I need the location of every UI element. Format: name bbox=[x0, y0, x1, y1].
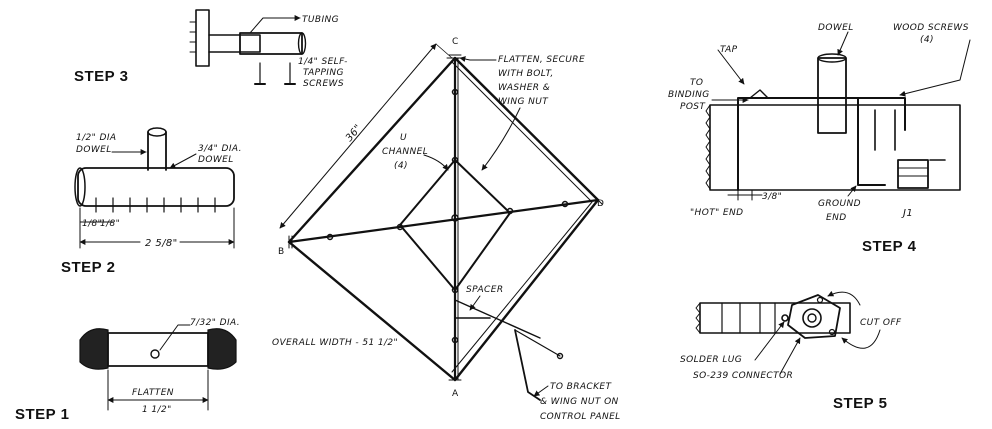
step3-screws-label-1: 1/4" SELF- bbox=[298, 57, 348, 67]
step3-screws-label-3: SCREWS bbox=[303, 79, 344, 89]
step2-title: STEP 2 bbox=[61, 259, 116, 276]
step1-length-label: 1 1/2" bbox=[142, 405, 172, 415]
step2-drawing: 1/2" DIA DOWEL 3/4" DIA. DOWEL 1/8" 1/8"… bbox=[74, 127, 242, 249]
step2-spacing-b: 1/8" bbox=[100, 219, 120, 229]
step1-hole-label: 7/32" DIA. bbox=[190, 318, 240, 328]
center-hub bbox=[451, 214, 459, 222]
step4-ground-label-2: END bbox=[826, 213, 847, 223]
side-length-dim: 36" bbox=[344, 123, 364, 144]
step4-jack-label: J1 bbox=[901, 208, 913, 219]
step4-hot-wire bbox=[737, 97, 906, 191]
flatten-note-3: WASHER & bbox=[498, 83, 550, 93]
step5-solder-lug-label: SOLDER LUG bbox=[680, 355, 742, 365]
step3-title: STEP 3 bbox=[74, 68, 129, 85]
step4-dowel-label: DOWEL bbox=[818, 23, 854, 33]
step4-ground-label-1: GROUND bbox=[818, 199, 861, 209]
step4-binding-label-1: TO bbox=[690, 78, 703, 88]
antenna-outer-loop bbox=[287, 56, 600, 382]
step4-base-block bbox=[709, 104, 961, 191]
joint bbox=[451, 88, 459, 96]
step3-screws-label-2: TAPPING bbox=[303, 68, 344, 78]
step3-tubing-label: TUBING bbox=[302, 15, 339, 25]
step2-half-dowel bbox=[147, 131, 167, 171]
bracket-note-3: CONTROL PANEL bbox=[540, 412, 621, 422]
step1-title: STEP 1 bbox=[15, 406, 70, 423]
step5-drawing: CUT OFF SOLDER LUG SO-239 CONNECTOR bbox=[680, 290, 902, 381]
corner-b-label: B bbox=[278, 247, 285, 257]
step1-tube-right bbox=[207, 328, 237, 370]
step3-drawing: TUBING 1/4" SELF- TAPPING SCREWS bbox=[189, 9, 348, 89]
step4-hot-end-label: "HOT" END bbox=[690, 208, 743, 218]
step1-tube-left bbox=[79, 328, 109, 370]
overall-width-label: OVERALL WIDTH - 51 1/2" bbox=[272, 338, 398, 348]
corner-a-label: A bbox=[452, 389, 459, 399]
spreader-horizontal bbox=[287, 198, 600, 244]
step3-dowel-upright bbox=[195, 9, 210, 67]
step2-spacing-a: 1/8" bbox=[82, 219, 102, 229]
step4-wood-screws-label: WOOD SCREWS bbox=[893, 23, 969, 33]
step5-solder-lug bbox=[781, 314, 789, 322]
step5-so239-connector bbox=[787, 294, 841, 339]
step4-tap-label: TAP bbox=[720, 45, 738, 55]
step3-dowel-arm bbox=[208, 34, 261, 53]
u-channel-label-3: (4) bbox=[394, 161, 408, 171]
step5-cut-off-label: CUT OFF bbox=[860, 318, 902, 328]
spacer-label: SPACER bbox=[466, 285, 503, 295]
step1-hole bbox=[150, 349, 160, 359]
step3-tubing bbox=[239, 32, 303, 55]
mounting-bracket bbox=[514, 329, 541, 401]
bracket-note-1: TO BRACKET bbox=[550, 382, 612, 392]
step4-ground-wire bbox=[857, 97, 886, 186]
u-channel-label-2: CHANNEL bbox=[382, 147, 428, 157]
step4-jack-j1 bbox=[897, 159, 929, 189]
step1-flatten-label: FLATTEN bbox=[132, 388, 174, 398]
step5-title: STEP 5 bbox=[833, 395, 888, 412]
step4-wood-screws-count: (4) bbox=[920, 35, 934, 45]
step5-connector-label: SO-239 CONNECTOR bbox=[693, 371, 793, 381]
step2-three-quarter-label: 3/4" DIA. bbox=[198, 144, 242, 154]
step2-half-dowel-label-2: DOWEL bbox=[76, 145, 112, 155]
corner-c-label: C bbox=[452, 37, 459, 47]
step4-binding-label-3: POST bbox=[680, 102, 706, 112]
antenna-drawing: 36" C B D A FLATTEN, SECURE WITH BOLT, W… bbox=[272, 37, 621, 422]
flatten-note-2: WITH BOLT, bbox=[498, 69, 554, 79]
step1-drawing: 7/32" DIA. FLATTEN 1 1/2" bbox=[79, 318, 240, 415]
step4-title: STEP 4 bbox=[862, 238, 917, 255]
step4-binding-label-2: BINDING bbox=[668, 90, 710, 100]
step4-dowel bbox=[817, 57, 847, 134]
step2-three-quarter-dowel bbox=[77, 167, 235, 207]
flatten-note-4: WING NUT bbox=[498, 97, 549, 107]
flatten-note-1: FLATTEN, SECURE bbox=[498, 55, 585, 65]
u-channel-label-1: U bbox=[400, 133, 407, 143]
step2-half-dowel-label: 1/2" DIA bbox=[76, 133, 116, 143]
step2-overall-dim: 2 5/8" bbox=[145, 238, 178, 249]
step2-three-quarter-label-2: DOWEL bbox=[198, 155, 234, 165]
step4-spacing-label: 3/8" bbox=[762, 192, 782, 202]
corner-d-label: D bbox=[597, 199, 604, 209]
step4-drawing: DOWEL WOOD SCREWS (4) TAP TO BINDING POS… bbox=[668, 23, 971, 223]
bracket-note-2: & WING NUT ON bbox=[540, 397, 619, 407]
step2-saw-cuts bbox=[95, 197, 216, 213]
step1-flattened-section bbox=[107, 332, 209, 367]
